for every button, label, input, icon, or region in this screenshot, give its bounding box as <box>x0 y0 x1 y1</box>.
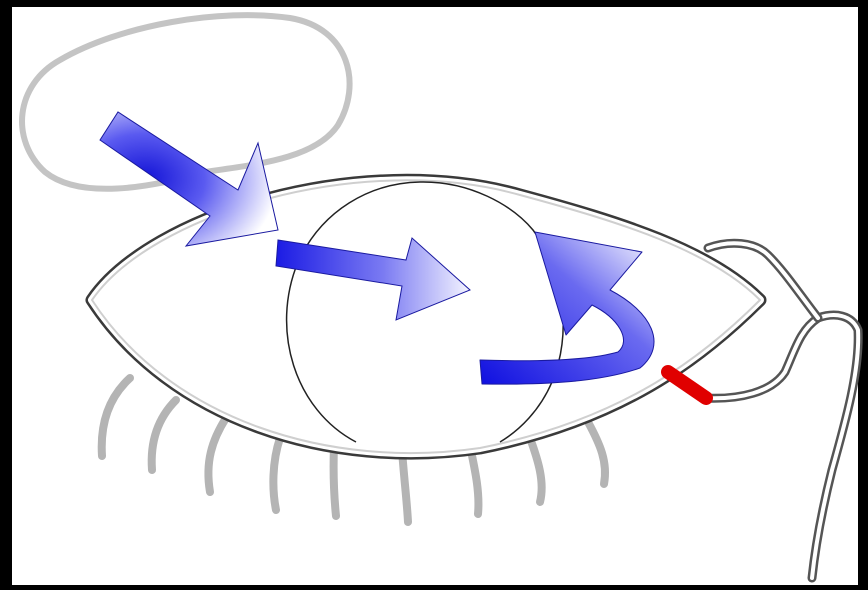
eyelash <box>334 446 336 516</box>
